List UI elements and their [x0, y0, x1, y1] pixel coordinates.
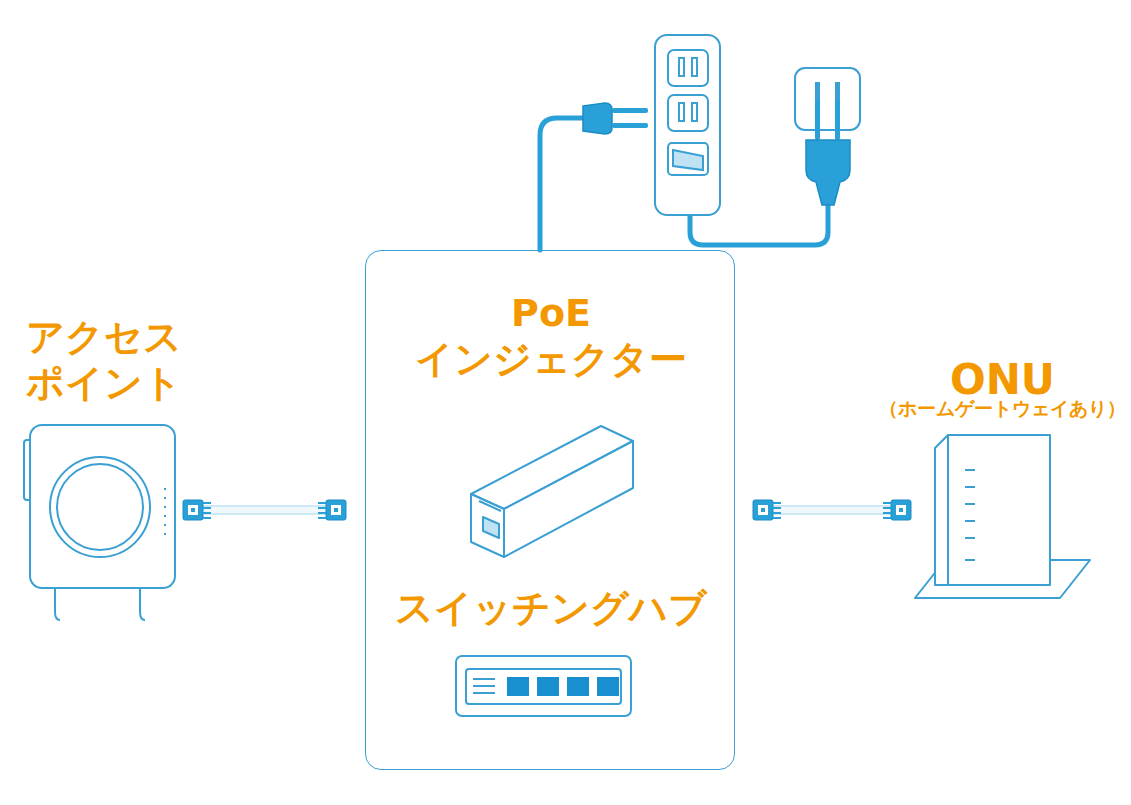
onu-body: [935, 435, 1050, 585]
rj45-plug: [318, 500, 346, 520]
node-label: スイッチングハブ: [376, 586, 726, 632]
wall-outlet: [795, 68, 860, 205]
injector-end: [471, 494, 504, 557]
rj45-plug: [883, 500, 911, 520]
plug-latch: [758, 505, 768, 515]
plug-body: [806, 140, 850, 205]
device-group-box: PoE インジェクタースイッチングハブ: [365, 250, 735, 770]
plug-pins: [773, 503, 781, 518]
plug-latch: [191, 508, 195, 512]
access-point-ring: [57, 464, 143, 550]
access-point-ring: [50, 457, 150, 557]
plug-prong: [815, 100, 820, 140]
plug-pins: [203, 503, 211, 518]
power-cord: [540, 118, 585, 250]
illustration-part: [456, 426, 633, 716]
plug-body: [583, 103, 612, 134]
wall-outlet-body: [795, 68, 860, 130]
plug-latch: [331, 505, 341, 515]
switch-vents: [473, 679, 495, 693]
plug-body: [326, 500, 346, 520]
illustration-part: [915, 435, 1090, 598]
plug-latch: [896, 505, 906, 515]
outlet: [668, 50, 708, 86]
outlet-slot: [692, 58, 697, 76]
rj45-plug: [183, 500, 211, 520]
switch-port: [567, 677, 589, 696]
plug-latch: [188, 505, 198, 515]
plug-body: [753, 500, 773, 520]
node-label: アクセス ポイント: [26, 315, 191, 406]
rj45-plug: [753, 500, 781, 520]
node-label: （ホームゲートウェイあり）: [865, 397, 1131, 420]
plug-prong: [835, 100, 840, 140]
switch: [673, 150, 703, 170]
node-label: PoE インジェクター: [401, 291, 701, 382]
plug-body: [183, 500, 203, 520]
illustration-part: [24, 425, 175, 620]
switch-port: [507, 677, 529, 696]
switch-port: [597, 677, 619, 696]
onu-leds: [965, 470, 975, 560]
outlet: [668, 95, 708, 131]
switch-port: [537, 677, 559, 696]
access-point-body: [30, 425, 175, 588]
injector-edge: [479, 501, 501, 511]
plug-latch: [334, 508, 338, 512]
plug-pins: [318, 503, 326, 518]
ethernet-port: [483, 517, 499, 538]
switch-frame: [668, 143, 708, 175]
switch-body: [456, 656, 631, 716]
outlet-slot: [692, 103, 697, 121]
onu-edge: [947, 435, 949, 585]
access-point: アクセス ポイント: [18, 315, 180, 625]
cable-outline: [197, 505, 332, 515]
mount-legs: [55, 588, 145, 620]
ethernet-cable: [753, 500, 911, 520]
power-strip-body: [655, 35, 720, 215]
plug-pins: [883, 503, 891, 518]
injector-side: [504, 441, 633, 557]
power-strip: [655, 35, 720, 215]
onu: ONU（ホームゲートウェイあり）: [905, 360, 1100, 605]
switch-front: [466, 669, 621, 704]
plug: [583, 103, 648, 134]
cable: [767, 507, 897, 513]
outlet-slot: [679, 103, 684, 121]
indicator-dots: [164, 488, 166, 535]
cable-outline: [767, 505, 897, 515]
outlet-slot: [679, 58, 684, 76]
plug-prong: [612, 123, 648, 128]
cable: [197, 507, 332, 513]
plug-body: [891, 500, 911, 520]
plug-latch: [761, 508, 765, 512]
plug-prong: [612, 108, 648, 113]
plug-latch: [899, 508, 903, 512]
ethernet-cable: [183, 500, 346, 520]
